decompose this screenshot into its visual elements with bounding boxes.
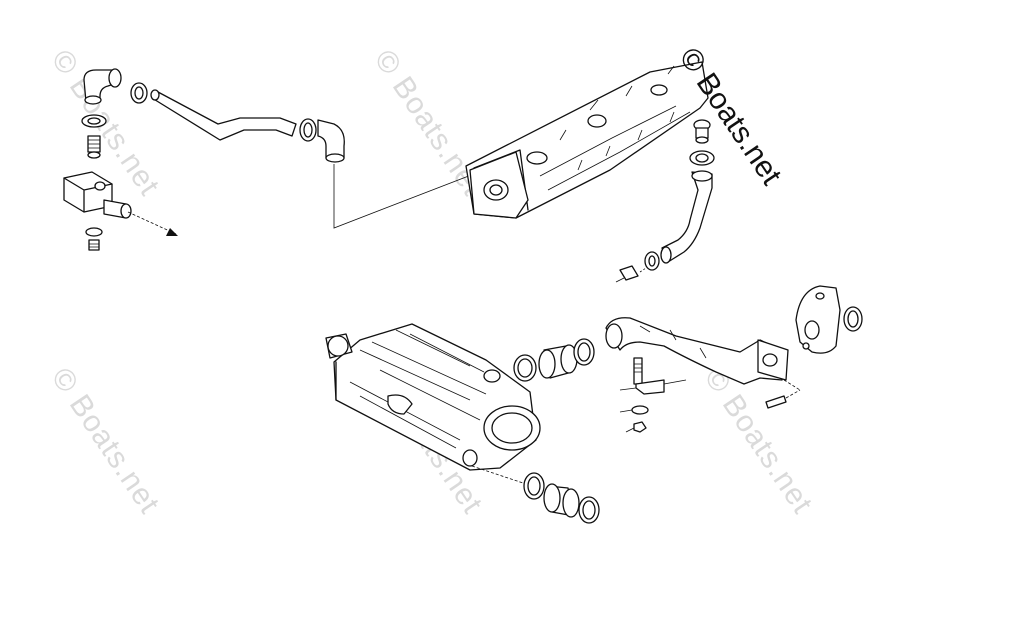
hose-clamp-right xyxy=(644,251,660,271)
heat-exchanger xyxy=(325,323,541,471)
hose-clamp-upper-right xyxy=(299,118,317,142)
hose-clamp-upper-left xyxy=(130,82,148,104)
bolt-lower-right xyxy=(765,379,801,409)
nipple-fitting xyxy=(87,135,101,159)
gasket-small xyxy=(81,114,107,128)
coolant-hose-upper xyxy=(150,89,297,141)
elbow-hose-fitting xyxy=(317,119,345,163)
thermostat-housing-block xyxy=(63,171,132,219)
leader-line-lower xyxy=(471,465,527,485)
nut xyxy=(625,421,647,433)
coolant-hose-right xyxy=(660,170,713,264)
plug-manifold-right xyxy=(693,119,711,144)
stud-bolt xyxy=(633,357,643,385)
sleeve-upper xyxy=(538,344,578,379)
bracket-clip xyxy=(619,379,687,395)
exhaust-elbow-pipe xyxy=(605,317,789,385)
leader-line-manifold xyxy=(333,159,511,229)
o-ring-far-right xyxy=(843,306,863,332)
sleeve-lower xyxy=(543,483,580,518)
plug-bottom xyxy=(85,227,103,251)
flow-arrow xyxy=(127,211,178,236)
elbow-fitting xyxy=(83,68,122,105)
fitting-right xyxy=(615,265,647,283)
flange-gasket xyxy=(795,285,841,354)
o-ring-lower-right xyxy=(578,496,600,524)
o-ring-upper-left xyxy=(513,354,537,382)
gasket-manifold-right xyxy=(689,150,715,166)
washer xyxy=(619,405,649,415)
o-ring-upper-right xyxy=(573,338,595,366)
exhaust-manifold xyxy=(465,61,709,219)
o-ring-lower-left xyxy=(523,472,545,500)
